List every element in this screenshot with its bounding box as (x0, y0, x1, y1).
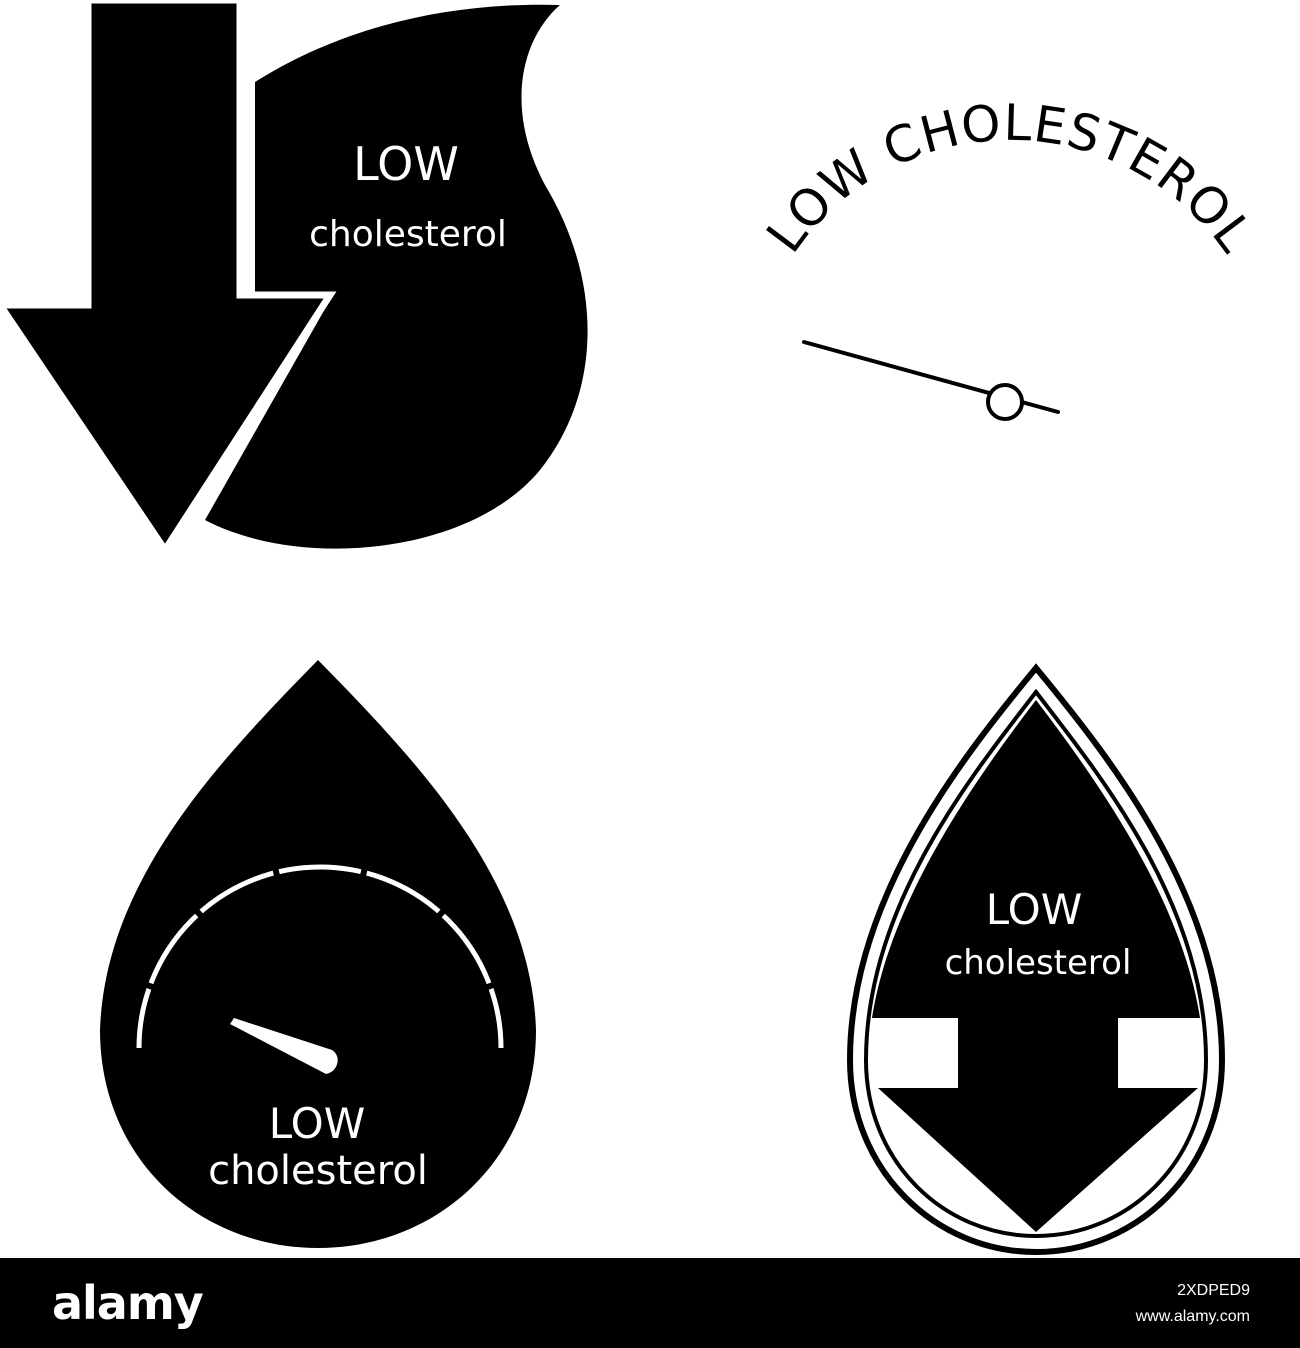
gauge-tick (271, 863, 282, 881)
footer-bar: alamy 2XDPED9 www.alamy.com (0, 1258, 1300, 1348)
drop-label-low: LOW (269, 1099, 366, 1148)
gauge-tick (191, 905, 207, 922)
drop-arrow-icon: LOW cholesterol (846, 663, 1226, 1256)
gauge-dial-arc (136, 864, 504, 1049)
arc-label: LOW CHOLESTEROL (755, 94, 1264, 263)
leaf-label-low: LOW (353, 137, 459, 191)
footer-logo: alamy (52, 1276, 204, 1330)
gauge-pivot (986, 383, 1024, 421)
gauge-tick (358, 863, 369, 881)
leaf-label-cholesterol: cholesterol (309, 214, 507, 255)
footer-image-id: 2XDPED9 (1177, 1282, 1250, 1299)
drop-shape (100, 660, 536, 1248)
arrow-leaf-icon: LOW cholesterol (0, 0, 588, 557)
drop-label-cholesterol: cholesterol (208, 1148, 428, 1194)
footer-site: www.alamy.com (1135, 1308, 1250, 1325)
arrow-down-shape (0, 0, 337, 557)
footer-image-info: 2XDPED9 www.alamy.com (1136, 1278, 1250, 1330)
leaf-shape (205, 4, 588, 549)
gauge-pointer (230, 1018, 338, 1074)
gauge-needle-icon: LOW CHOLESTEROL (755, 94, 1264, 421)
gauge-tick (141, 980, 159, 992)
drop-gauge-icon: LOW cholesterol (100, 660, 536, 1248)
drop-arrow-body (872, 700, 1200, 1232)
gauge-tick (481, 980, 499, 992)
drop-arrow-label-low: LOW (986, 885, 1083, 934)
gauge-tick (433, 905, 449, 922)
gauge-ticks (141, 863, 499, 992)
drop-arrow-label-cholesterol: cholesterol (945, 943, 1132, 983)
